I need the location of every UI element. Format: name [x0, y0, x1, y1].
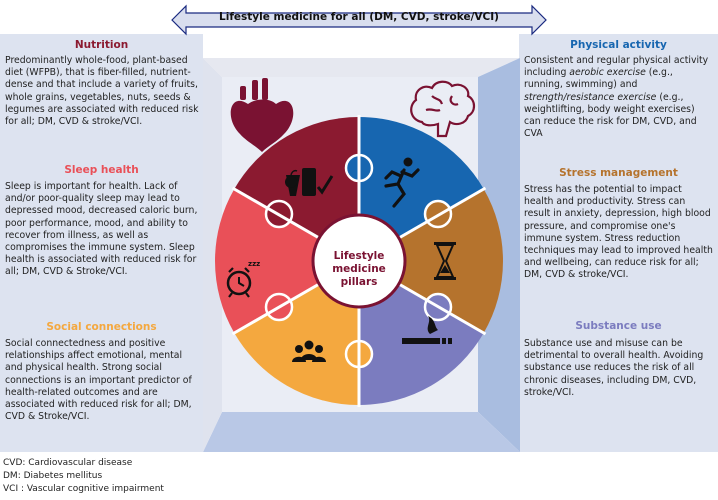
- hourglass-icon: [434, 242, 456, 280]
- stress-management-body: Stress has the potential to impact healt…: [524, 184, 713, 281]
- brain-icon: [410, 80, 476, 138]
- alarm-clock-icon: zzz: [226, 260, 260, 298]
- left-text-panel: [0, 34, 203, 452]
- pillar-sleep-health: [215, 189, 359, 333]
- sleep-zzz-text: zzz: [248, 260, 260, 268]
- people-icon: [292, 340, 326, 362]
- banner-label: Lifestyle medicine for all (DM, CVD, str…: [219, 11, 499, 23]
- heart-icon: [230, 78, 294, 152]
- physical-activity-body: Consistent and regular physical activity…: [524, 55, 709, 140]
- nutrition-body: Predominantly whole-food, plant-based di…: [5, 55, 199, 128]
- cigarette-icon: [402, 316, 452, 344]
- box-left-face: [203, 58, 222, 452]
- footnote-cvd: CVD: Cardiovascular disease: [3, 458, 133, 468]
- pillar-wheel: [215, 115, 503, 407]
- pillar-physical-activity: [359, 117, 484, 261]
- physical-activity-title: Physical activity: [570, 39, 667, 51]
- substance-use-title: Substance use: [575, 320, 662, 332]
- food-icon: [285, 168, 334, 196]
- footnote-vci: VCI : Vascular cognitive impairment: [3, 484, 164, 494]
- box-floor-face: [203, 412, 520, 452]
- stress-management-title: Stress management: [559, 167, 678, 179]
- pillar-social-connections: [234, 261, 359, 405]
- right-text-panel: [519, 34, 718, 452]
- social-connections-body: Social connectedness and positive relati…: [5, 338, 192, 423]
- center-line-1: Lifestyle: [333, 250, 385, 262]
- box-top-face: [203, 58, 520, 77]
- sleep-health-body: Sleep is important for health. Lack of a…: [5, 181, 198, 278]
- center-label: Lifestyle medicine pillars: [316, 250, 402, 289]
- sleep-health-title: Sleep health: [64, 164, 139, 176]
- center-line-2: medicine: [332, 263, 386, 275]
- footnotes: CVD: Cardiovascular disease DM: Diabetes…: [3, 457, 164, 496]
- pillar-stress-management: [359, 189, 503, 333]
- wheel-center: [311, 213, 407, 309]
- substance-use-body: Substance use and misuse can be detrimen…: [524, 338, 704, 398]
- footnote-dm: DM: Diabetes mellitus: [3, 471, 103, 481]
- nutrition-title: Nutrition: [74, 39, 129, 51]
- runner-icon: [384, 157, 420, 208]
- pillar-substance-use: [359, 261, 484, 405]
- banner-arrow: [171, 4, 547, 36]
- center-line-3: pillars: [340, 276, 378, 288]
- social-connections-title: Social connections: [46, 321, 157, 333]
